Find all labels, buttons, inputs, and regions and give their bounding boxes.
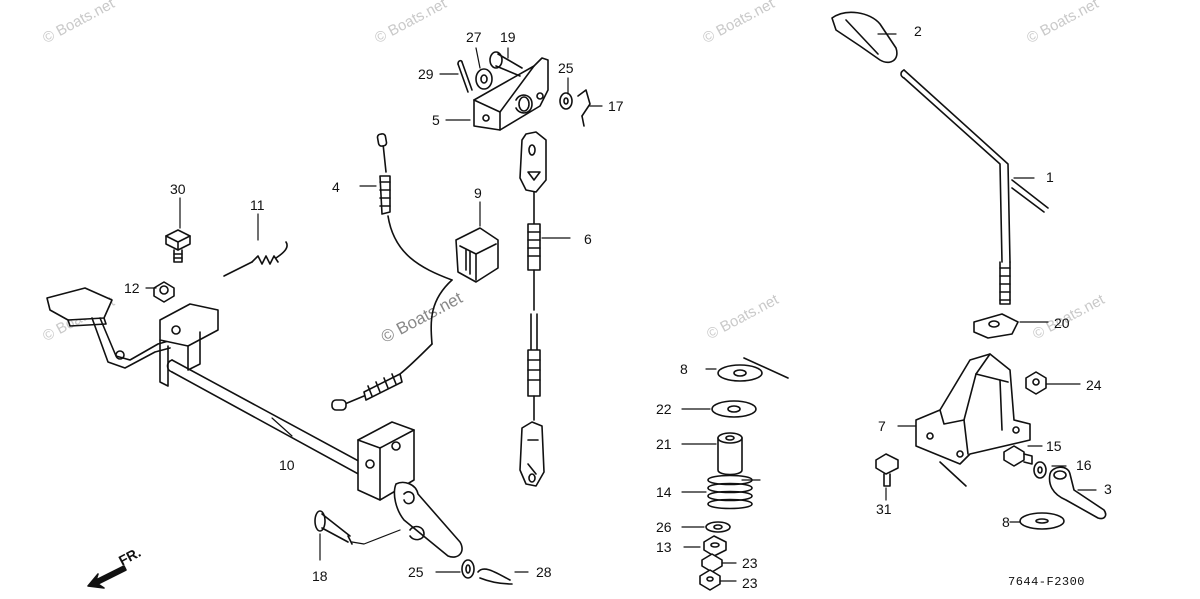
part-number-label: 8 bbox=[1002, 514, 1010, 530]
part-number-label: 27 bbox=[466, 29, 482, 45]
cable-clamp bbox=[455, 227, 499, 283]
part-number-label: 31 bbox=[876, 501, 892, 517]
front-direction-label: FR. bbox=[116, 544, 143, 569]
part-number-label: 30 bbox=[170, 181, 186, 197]
part-number-label: 21 bbox=[656, 436, 672, 452]
part-number-label: 14 bbox=[656, 484, 672, 500]
part-number-label: 25 bbox=[408, 564, 424, 580]
part-number-label: 25 bbox=[558, 60, 574, 76]
part-number-label: 23 bbox=[742, 555, 758, 571]
part-number-label: 7 bbox=[878, 418, 886, 434]
part-number-label: 24 bbox=[1086, 377, 1102, 393]
part-number-label: 1 bbox=[1046, 169, 1054, 185]
drawing-code: 7644-F2300 bbox=[1008, 575, 1086, 589]
part-number-label: 16 bbox=[1076, 457, 1092, 473]
pedal-assembly bbox=[46, 229, 513, 585]
part-number-label: 19 bbox=[500, 29, 516, 45]
part-number-label: 11 bbox=[250, 197, 265, 213]
spring-stack bbox=[699, 357, 789, 591]
part-number-label: 3 bbox=[1104, 481, 1112, 497]
cable-6 bbox=[519, 131, 547, 487]
part-number-label: 12 bbox=[124, 280, 140, 296]
part-labels: 1 2 3 4 5 6 7 8 8 9 10 11 12 13 14 15 16… bbox=[116, 23, 1112, 591]
part-number-label: 4 bbox=[332, 179, 340, 195]
part-number-label: 22 bbox=[656, 401, 672, 417]
part-number-label: 28 bbox=[536, 564, 552, 580]
part-number-label: 8 bbox=[680, 361, 688, 377]
part-number-label: 2 bbox=[914, 23, 922, 39]
part-number-label: 17 bbox=[608, 98, 624, 114]
bracket-5-assembly bbox=[457, 51, 591, 131]
part-number-label: 5 bbox=[432, 112, 440, 128]
leader-lines bbox=[145, 33, 1097, 582]
part-number-label: 10 bbox=[279, 457, 295, 473]
part-number-label: 20 bbox=[1054, 315, 1070, 331]
shift-base bbox=[875, 353, 1107, 530]
part-number-label: 15 bbox=[1046, 438, 1062, 454]
front-direction-arrow bbox=[87, 565, 127, 589]
cable-4 bbox=[331, 133, 453, 411]
part-number-label: 6 bbox=[584, 231, 592, 247]
shift-lever bbox=[831, 11, 1049, 339]
part-number-label: 9 bbox=[474, 185, 482, 201]
part-number-label: 18 bbox=[312, 568, 328, 584]
part-number-label: 13 bbox=[656, 539, 672, 555]
part-number-label: 23 bbox=[742, 575, 758, 591]
part-number-label: 29 bbox=[418, 66, 434, 82]
part-number-label: 26 bbox=[656, 519, 672, 535]
